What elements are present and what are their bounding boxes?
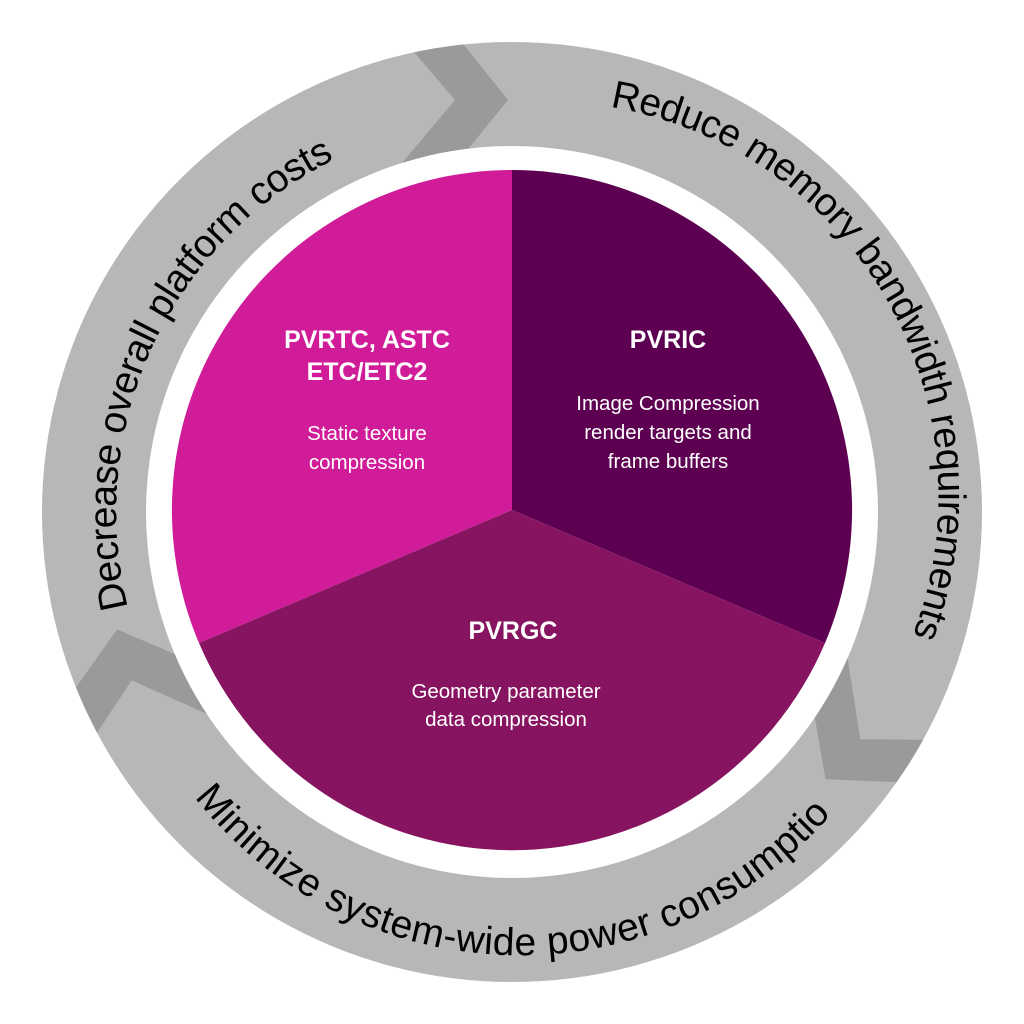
segment-pvrgc-body-line-1: Geometry parameter [411, 680, 600, 703]
segment-pvric-body-line-2: render targets and [584, 421, 752, 444]
segment-pvrtc-body-line-2: compression [309, 451, 425, 474]
chevron-arrow-top [378, 42, 508, 175]
segment-pvric [512, 169, 853, 643]
segment-pvrgc-body-line-2: data compression [425, 708, 587, 731]
segment-pvric-text: PVRIC Image Compression render targets a… [576, 326, 759, 473]
compression-pie [171, 169, 853, 851]
segment-pvrtc-body-line-1: Static texture [307, 422, 427, 445]
segment-pvrgc-text: PVRGC Geometry parameter data compressio… [411, 617, 600, 731]
segment-pvrtc-title-line-1: PVRTC, ASTC [284, 326, 450, 354]
segment-pvrgc-title: PVRGC [469, 617, 558, 645]
segment-pvric-body-line-1: Image Compression [576, 392, 759, 415]
segment-pvrtc [171, 170, 512, 643]
segment-pvrtc-text: PVRTC, ASTC ETC/ETC2 Static texture comp… [284, 326, 450, 474]
chevron-arrow-lower-left [50, 629, 222, 780]
segment-pvric-body-line-3: frame buffers [608, 450, 728, 473]
segment-pvrgc [199, 510, 825, 851]
segment-pvric-title: PVRIC [630, 326, 706, 354]
segment-pvrtc-title-line-2: ETC/ETC2 [307, 358, 428, 386]
